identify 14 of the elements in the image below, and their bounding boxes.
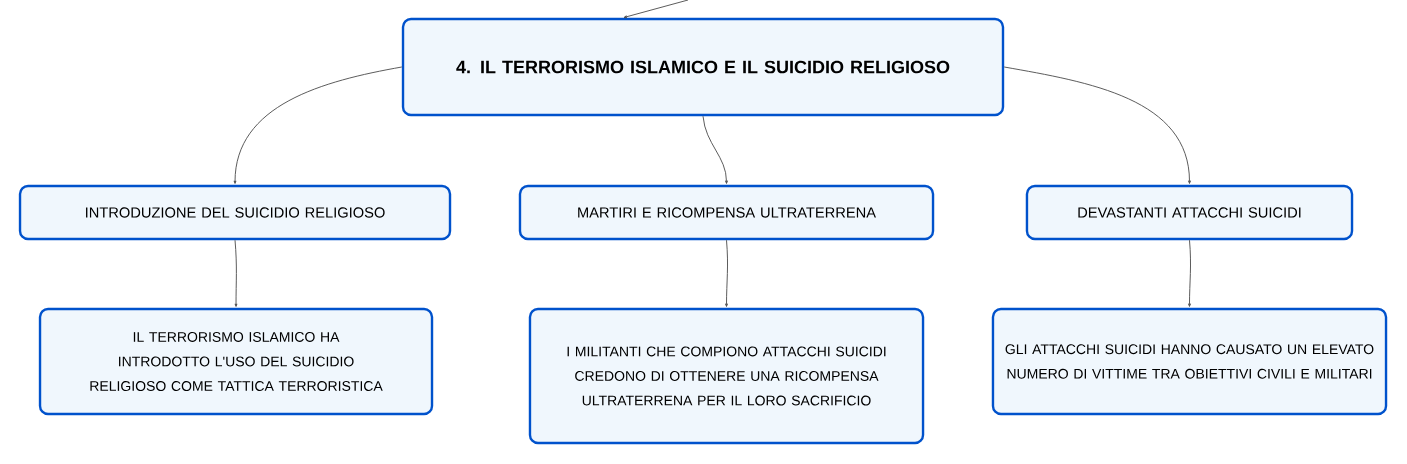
subtopic-box: INTRODUZIONE DEL SUICIDIO RELIGIOSO — [18, 184, 452, 241]
arrow — [1188, 239, 1191, 307]
topic-box: 4. IL TERRORISMO ISLAMICO E IL SUICIDIO RELIGIOSO — [401, 17, 1005, 117]
description-box: GLI ATTACCHI SUICIDI HANNO CAUSATO UN ELEVATO NUMERO DI VITTIME TRA OBIETTIVI CIVILI E MILITARI — [991, 307, 1388, 416]
description-box: I MILITANTI CHE COMPIONO ATTACCHI SUICIDI CREDONO DI OTTENERE UNA RICOMPENSA ULTRATERRENA PER IL LORO SACRIFICIO — [528, 307, 925, 445]
subtopic-box: DEVASTANTI ATTACCHI SUICIDI — [1025, 184, 1354, 241]
arrow — [623, 0, 689, 19]
arrow — [1003, 66, 1191, 184]
description-box: IL TERRORISMO ISLAMICO HA INTRODOTTO L'USO DEL SUICIDIO RELIGIOSO COME TATTICA TERRORISTICA — [38, 307, 434, 416]
subtopic-box: MARTIRI E RICOMPENSA ULTRATERRENA — [518, 184, 935, 241]
arrow — [725, 239, 728, 307]
arrow — [233, 66, 403, 184]
arrow — [234, 239, 238, 307]
arrow — [702, 115, 728, 184]
